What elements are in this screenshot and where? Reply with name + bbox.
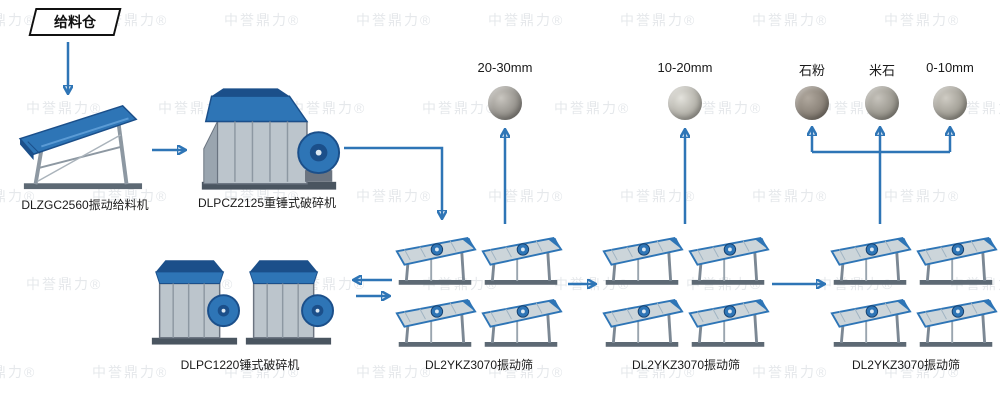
screen-group-2-label: DL2YKZ3070振动筛 xyxy=(631,358,741,372)
vibrating-screen-illustration xyxy=(828,230,912,288)
watermark-text: 中誉鼎力® xyxy=(92,188,169,204)
vibrating-screen-illustration xyxy=(600,230,684,288)
screen-group-2 xyxy=(600,230,772,352)
vibrating-screen-illustration xyxy=(479,230,563,288)
small-crusher-illustration-2 xyxy=(242,252,334,348)
vibrating-screen-illustration xyxy=(914,292,998,350)
watermark-text: 中誉鼎力® xyxy=(0,364,37,380)
watermark-text: 中誉鼎力® xyxy=(0,188,37,204)
watermark-text: 中誉鼎力® xyxy=(356,364,433,380)
feeder-label: DLZGC2560振动给料机 xyxy=(21,198,149,212)
material-sample-10-20mm xyxy=(668,86,702,120)
product-label-20-30mm: 20-30mm xyxy=(477,60,533,75)
product-label-stone-powder: 石粉 xyxy=(798,63,825,78)
watermark-text: 中誉鼎力® xyxy=(554,100,631,116)
watermark-text: 中誉鼎力® xyxy=(224,12,301,28)
vibrating-screen-illustration xyxy=(686,230,770,288)
material-sample-stone-powder xyxy=(795,86,829,120)
vibrating-screen-illustration xyxy=(828,292,912,350)
watermark-text: 中誉鼎力® xyxy=(290,100,367,116)
watermark-text: 中誉鼎力® xyxy=(422,100,499,116)
watermark-text: 中誉鼎力® xyxy=(26,276,103,292)
vibrating-screen-illustration xyxy=(479,292,563,350)
feed-bin-label: 给料仓 xyxy=(54,14,96,30)
material-sample-20-30mm xyxy=(488,86,522,120)
small-crusher-illustration-1 xyxy=(148,252,240,348)
watermark-text: 中誉鼎力® xyxy=(488,364,565,380)
watermark-text: 中誉鼎力® xyxy=(356,12,433,28)
watermark-text: 中誉鼎力® xyxy=(92,364,169,380)
vibrating-screen-illustration xyxy=(393,292,477,350)
vibrating-screen-illustration xyxy=(393,230,477,288)
product-label-rice-stone: 米石 xyxy=(868,63,895,78)
vibrating-screen-illustration xyxy=(686,292,770,350)
hammer-crusher-illustration xyxy=(196,84,342,194)
vibrating-feeder-illustration xyxy=(14,100,150,192)
watermark-text: 中誉鼎力® xyxy=(488,188,565,204)
watermark-text: 中誉鼎力® xyxy=(620,188,697,204)
watermark-text: 中誉鼎力® xyxy=(224,364,301,380)
material-sample-0-10mm xyxy=(933,86,967,120)
screen-group-1 xyxy=(393,230,565,352)
watermark-text: 中誉鼎力® xyxy=(620,12,697,28)
watermark-text: 中誉鼎力® xyxy=(224,188,301,204)
watermark-text: 中誉鼎力® xyxy=(752,188,829,204)
vibrating-screen-illustration xyxy=(914,230,998,288)
feed-bin-flag: 给料仓 xyxy=(28,8,122,36)
watermark-text: 中誉鼎力® xyxy=(884,12,961,28)
screen-group-3-label: DL2YKZ3070振动筛 xyxy=(851,358,961,372)
watermark-text: 中誉鼎力® xyxy=(752,12,829,28)
hammer-crusher-label: DLPCZ2125重锤式破碎机 xyxy=(197,196,337,210)
watermark-text: 中誉鼎力® xyxy=(686,100,763,116)
watermark-text: 中誉鼎力® xyxy=(0,12,37,28)
small-crusher-label: DLPC1220锤式破碎机 xyxy=(180,358,300,372)
watermark-text: 中誉鼎力® xyxy=(488,12,565,28)
product-label-0-10mm: 0-10mm xyxy=(926,60,974,75)
product-label-10-20mm: 10-20mm xyxy=(657,60,713,75)
vibrating-screen-illustration xyxy=(600,292,684,350)
watermark-text: 中誉鼎力® xyxy=(752,364,829,380)
watermark-text: 中誉鼎力® xyxy=(884,364,961,380)
arrow-crusher-to-screen1 xyxy=(344,146,442,218)
watermark-text: 中誉鼎力® xyxy=(356,188,433,204)
watermark-text: 中誉鼎力® xyxy=(620,364,697,380)
watermark-text: 中誉鼎力® xyxy=(884,188,961,204)
screen-group-1-label: DL2YKZ3070振动筛 xyxy=(424,358,534,372)
screen-group-3 xyxy=(828,230,1000,352)
watermark-text: 中誉鼎力® xyxy=(26,100,103,116)
material-sample-rice-stone xyxy=(865,86,899,120)
